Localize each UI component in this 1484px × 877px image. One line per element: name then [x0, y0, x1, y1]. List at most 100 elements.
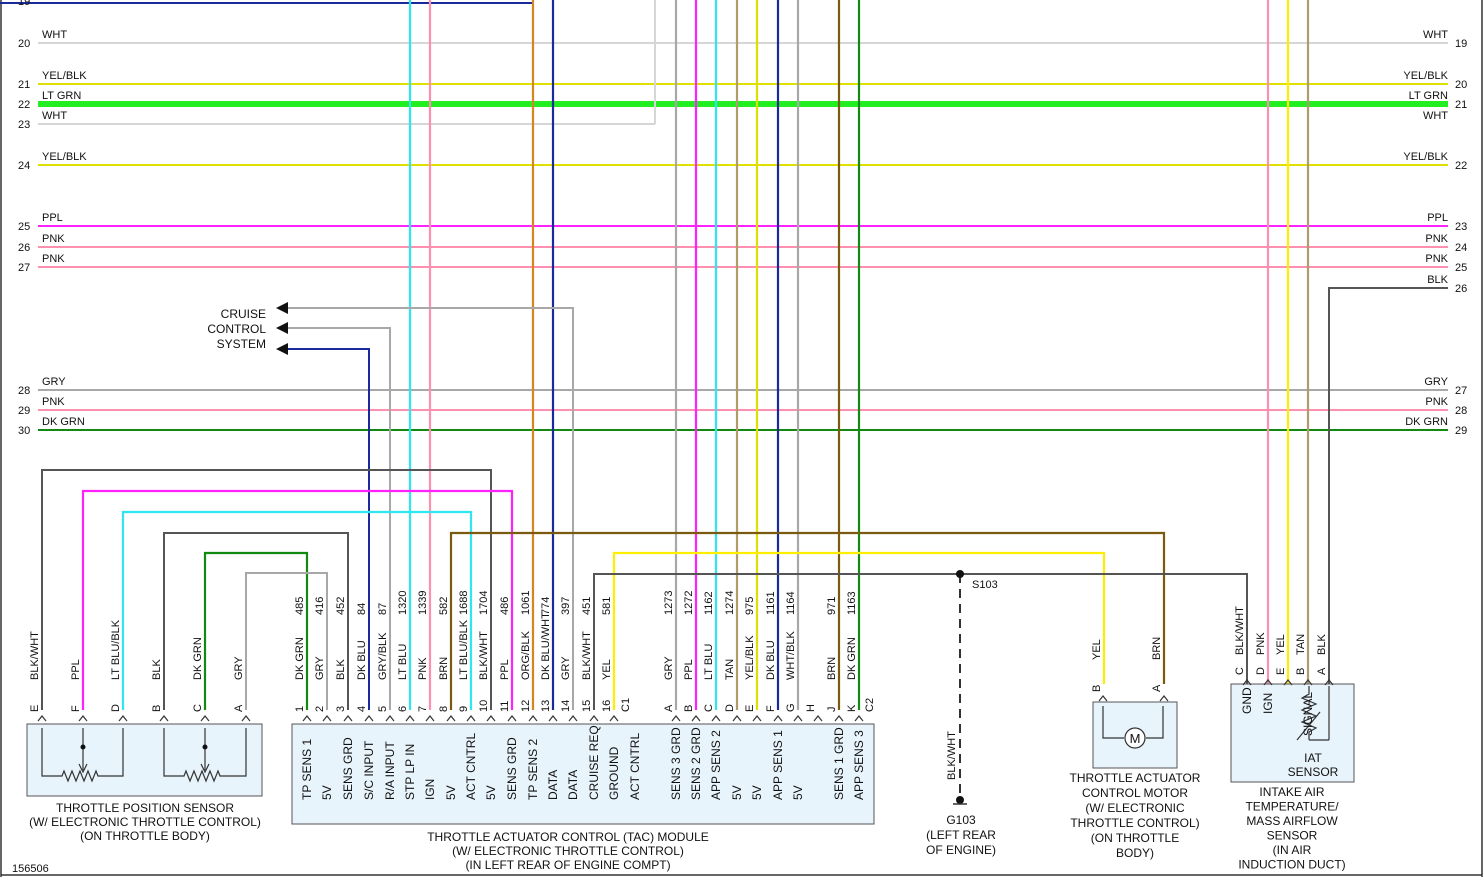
splice-s103-dot	[956, 570, 964, 578]
bus-left-number: 25	[18, 221, 30, 233]
tac-pin-arrow	[446, 715, 456, 722]
motor-pin-letter: A	[1151, 684, 1163, 692]
tac-pin-number: 8	[438, 706, 450, 712]
tps-wire-color: DK GRN	[192, 637, 204, 680]
iat-pin-arrow	[1242, 679, 1252, 686]
tps-wire-color: PPL	[70, 659, 82, 680]
iat-pin-letter: B	[1295, 668, 1307, 675]
motor-pin-arrow	[1159, 695, 1169, 702]
tps-wire-color: BLK	[151, 659, 163, 680]
bus-right-number: 24	[1455, 242, 1467, 254]
tps-pin-letter: C	[192, 704, 204, 712]
tac-wire-color: DK GRN	[294, 637, 306, 680]
tac-pin-arrow	[732, 715, 742, 722]
tac-pin-function: DATA	[566, 770, 580, 800]
tac-pin-number: D	[724, 704, 736, 712]
bus-left-number: 24	[18, 160, 30, 172]
bus-left-number: 21	[18, 79, 30, 91]
motor-caption: THROTTLE CONTROL)	[1070, 816, 1199, 830]
cruise-arrow-2	[276, 322, 288, 334]
bus-right-number: 27	[1455, 385, 1467, 397]
tps-pin-letter: B	[151, 705, 163, 712]
tac-pin-function: APP SENS 2	[709, 730, 723, 800]
ground-caption: OF ENGINE)	[926, 843, 996, 857]
tac-pin-number: 13	[540, 700, 552, 712]
cruise-label: SYSTEM	[217, 337, 266, 351]
motor-caption: BODY)	[1116, 846, 1154, 860]
iat-caption: TEMPERATURE/	[1245, 800, 1339, 814]
ground-caption: (LEFT REAR	[926, 828, 996, 842]
tps-pin-letter: A	[233, 704, 245, 712]
tac-pin-arrow	[405, 715, 415, 722]
tac-wire-color: LT BLU/BLK	[458, 619, 470, 680]
tps-sensor-box	[26, 723, 263, 797]
iat-pin-letter: E	[1275, 668, 1287, 675]
tac-wire-color: PNK	[417, 657, 429, 680]
tac-circuit-number: 1688	[458, 591, 470, 615]
tac-pin-function: CRUISE REQ	[587, 725, 601, 800]
bus-right-label: DK GRN	[1405, 416, 1448, 428]
iat-sensor-label: IAT	[1304, 751, 1322, 765]
tac-caption: THROTTLE ACTUATOR CONTROL (TAC) MODULE	[427, 830, 709, 844]
bus-right-number: 29	[1455, 425, 1467, 437]
tac-pin-number: 2	[314, 706, 326, 712]
iat-pin-arrow	[1303, 679, 1313, 686]
tac-circuit-number: 774	[540, 597, 552, 615]
motor-symbol-letter: M	[1130, 731, 1141, 746]
tac-circuit-number: 1704	[478, 591, 490, 615]
tac-pin-number: 7	[417, 706, 429, 712]
ground-wire-color: BLK/WHT	[946, 731, 958, 780]
iat-pin-arrow	[1263, 679, 1273, 686]
tac-pin-number: 11	[499, 701, 511, 712]
tac-circuit-number: 1320	[397, 591, 409, 615]
motor-wire-color: BRN	[1151, 637, 1163, 660]
bus-left-label: PNK	[42, 233, 65, 245]
tac-wire-color: LT BLU	[397, 644, 409, 680]
tac-wire-color: DK BLU	[356, 640, 368, 680]
tac-pin-function: SENS 2 GRD	[689, 727, 703, 800]
tac-caption: (IN LEFT REAR OF ENGINE COMPT)	[465, 858, 670, 872]
iat-pin-letter: A	[1316, 667, 1328, 675]
tac-pin-function: 5V	[444, 785, 458, 800]
cruise-label: CONTROL	[207, 322, 266, 336]
tac-c2-label: C2	[864, 698, 876, 712]
tps-wire-color: GRY	[233, 656, 245, 680]
tac-pin-number: 15	[581, 700, 593, 712]
cruise-feed-1	[287, 307, 574, 710]
tac-pin-number: C	[703, 704, 715, 712]
tac-pin-arrow	[466, 715, 476, 722]
tac-pin-arrow	[385, 715, 395, 722]
tac-pin-arrow	[486, 715, 496, 722]
tps-a-gry	[245, 572, 328, 710]
tac-wire-color: GRY	[560, 656, 572, 680]
bus-left-label: WHT	[42, 110, 67, 122]
tac-circuit-number: 397	[560, 597, 572, 615]
iat-pin-arrow	[1324, 679, 1334, 686]
tps-pin-letter: F	[70, 705, 82, 712]
iat-wire-color: TAN	[1295, 634, 1307, 655]
iat-caption: INTAKE AIR	[1259, 785, 1324, 799]
tac-circuit-number: 1164	[785, 591, 797, 615]
tac-pin-function: R/A INPUT	[383, 741, 397, 800]
tac-circuit-number: 1161	[765, 591, 777, 615]
tac-pin-function: ACT CNTRL	[628, 733, 642, 800]
tac-pin-arrow	[671, 715, 681, 722]
tac-pin-function: 5V	[484, 785, 498, 800]
bus-left-number: 19	[18, 0, 30, 8]
tac-caption: (W/ ELECTRONIC THROTTLE CONTROL)	[452, 844, 684, 858]
bus-left-number: 30	[18, 425, 30, 437]
cruise-arrow-1	[276, 302, 288, 314]
tac-pin-function: SENS 3 GRD	[669, 727, 683, 800]
tac-pin-function: ACT CNTRL	[464, 733, 478, 800]
tac-module-box	[291, 723, 875, 825]
tps-pin-letter: E	[29, 705, 41, 712]
iat-pin-letter: C	[1234, 667, 1246, 675]
bus-left-label: YEL/BLK	[42, 70, 87, 82]
motor-caption: (ON THROTTLE	[1091, 831, 1179, 845]
tac-wire-color: GRY	[663, 656, 675, 680]
tac-pin-arrow	[773, 715, 783, 722]
tac-pin-number: 14	[560, 700, 572, 712]
bus-left-number: 29	[18, 405, 30, 417]
tps-wire-color: LT BLU/BLK	[110, 619, 122, 680]
tac-pin-arrow	[854, 715, 864, 722]
